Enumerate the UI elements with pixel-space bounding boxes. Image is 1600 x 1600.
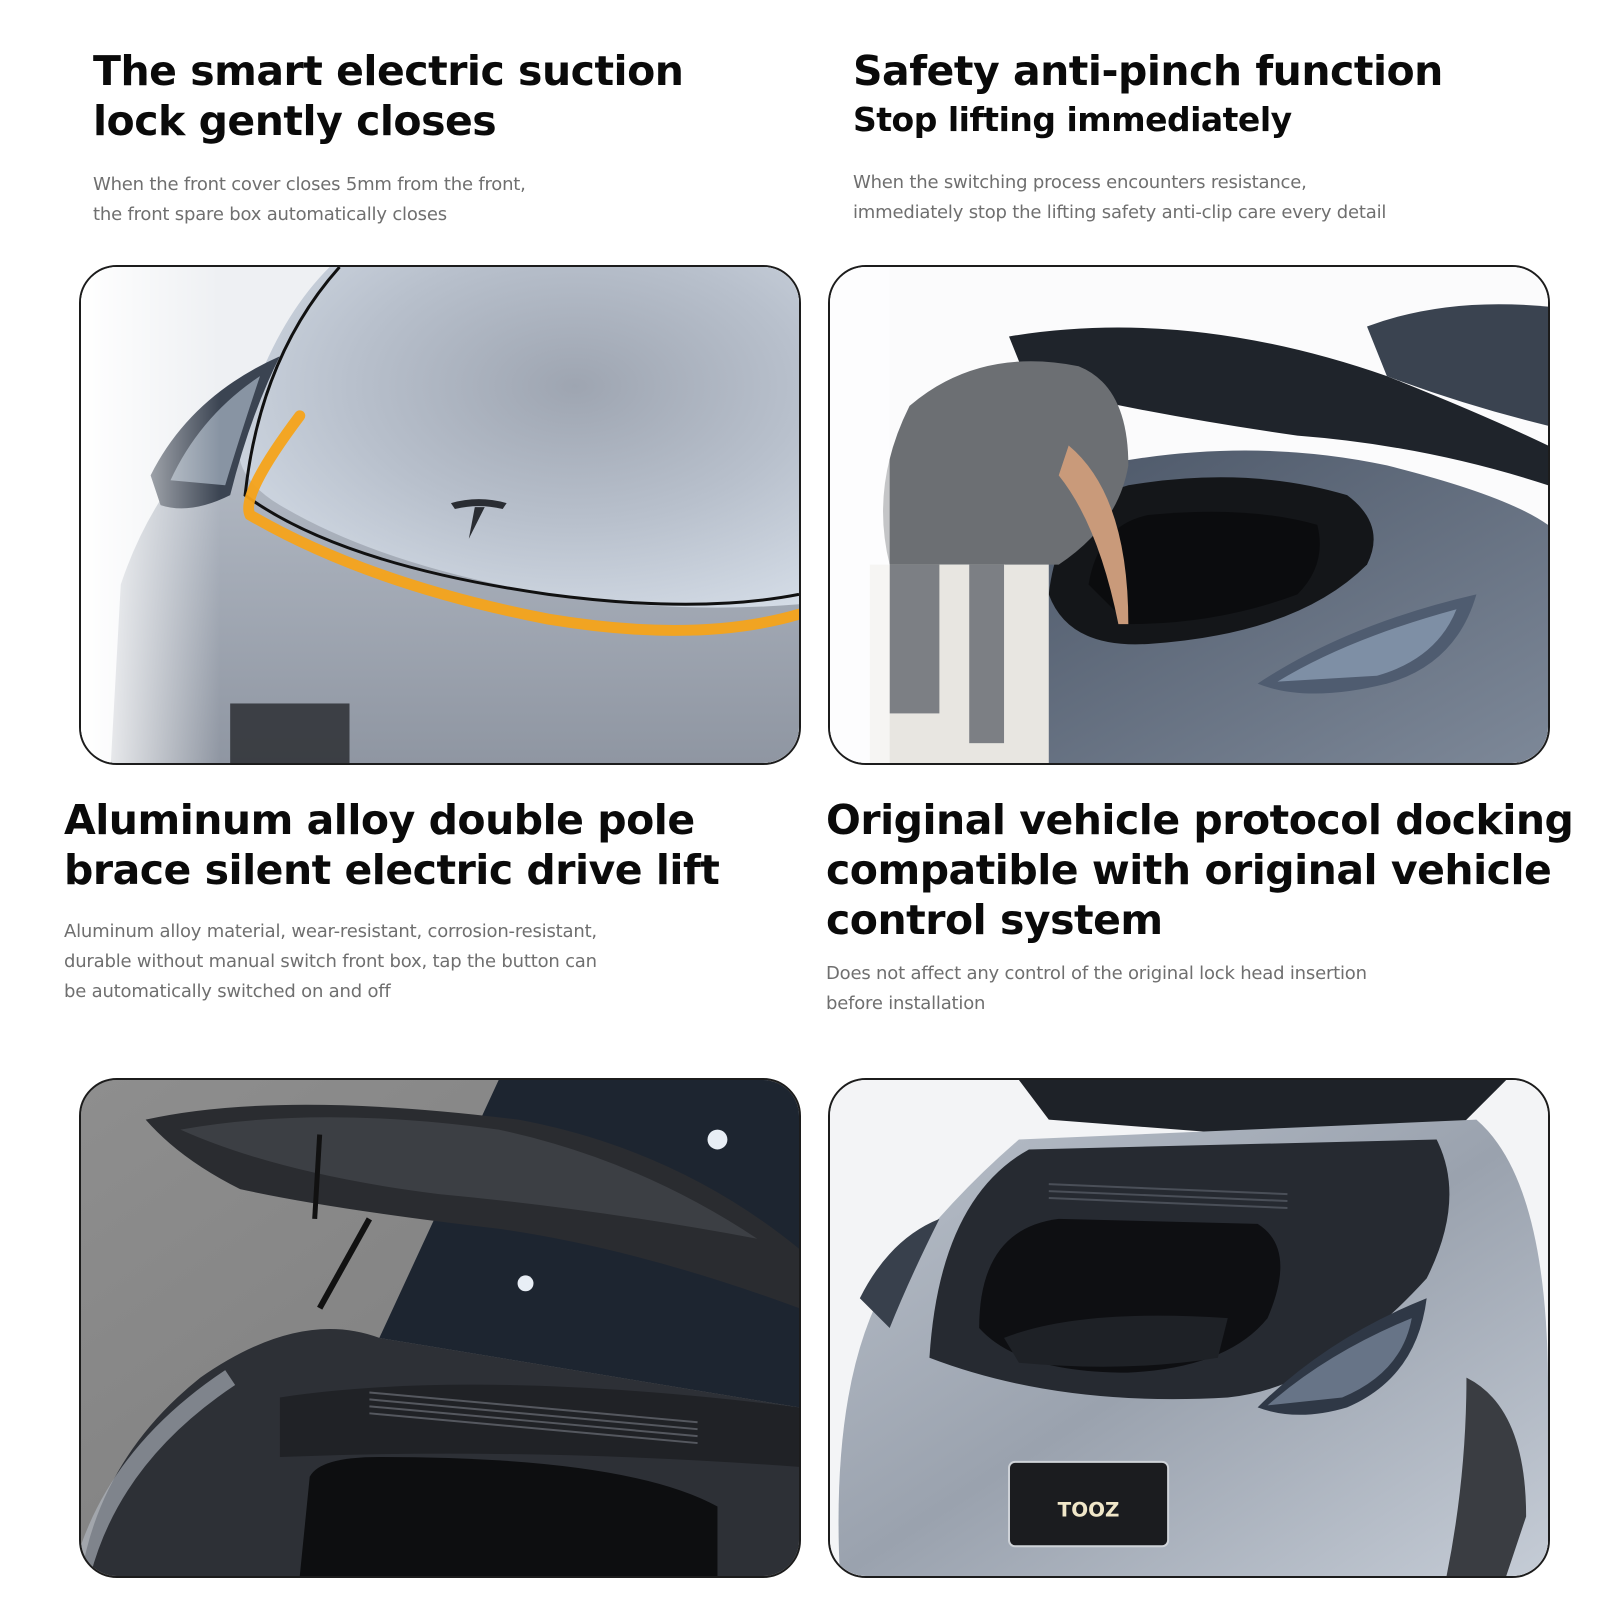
car-hood-illustration bbox=[81, 267, 799, 763]
feature-4-title-line-3: control system bbox=[826, 896, 1163, 944]
frunk-front-view-illustration: TOOZ bbox=[830, 1080, 1548, 1576]
feature-4-description: Does not affect any control of the origi… bbox=[826, 959, 1600, 1019]
feature-4-text: Original vehicle protocol docking compat… bbox=[826, 795, 1600, 1019]
feature-1-text: The smart electric suction lock gently c… bbox=[93, 46, 773, 230]
feature-1-title-line-2: lock gently closes bbox=[93, 97, 497, 145]
feature-2-desc-line-1: When the switching process encounters re… bbox=[853, 172, 1307, 193]
feature-2-description: When the switching process encounters re… bbox=[853, 168, 1593, 228]
feature-2-title-line-1: Safety anti-pinch function bbox=[853, 47, 1443, 95]
feature-1-title-line-1: The smart electric suction bbox=[93, 47, 684, 95]
plate-logo: TOOZ bbox=[1058, 1499, 1120, 1522]
tesla-logo-icon bbox=[450, 499, 507, 539]
feature-2-title: Safety anti-pinch function bbox=[853, 46, 1593, 96]
vent-slats bbox=[1048, 1183, 1288, 1209]
feature-3-description: Aluminum alloy material, wear-resistant,… bbox=[64, 917, 784, 1007]
feature-3-text: Aluminum alloy double pole brace silent … bbox=[64, 795, 784, 1007]
license-plate: TOOZ bbox=[1008, 1460, 1170, 1548]
open-frunk-lid-illustration bbox=[81, 1080, 799, 1576]
feature-2-text: Safety anti-pinch function Stop lifting … bbox=[853, 46, 1593, 228]
feature-3-title: Aluminum alloy double pole brace silent … bbox=[64, 795, 784, 895]
feature-3-image bbox=[79, 1078, 801, 1578]
feature-1-desc-line-1: When the front cover closes 5mm from the… bbox=[93, 174, 526, 195]
feature-3-desc-line-1: Aluminum alloy material, wear-resistant,… bbox=[64, 921, 597, 942]
feature-4-image: TOOZ bbox=[828, 1078, 1550, 1578]
feature-3-title-line-2: brace silent electric drive lift bbox=[64, 846, 720, 894]
feature-1-image bbox=[79, 265, 801, 765]
vent-slats bbox=[369, 1391, 698, 1445]
feature-3-desc-line-3: be automatically switched on and off bbox=[64, 981, 391, 1002]
feature-4-title-line-1: Original vehicle protocol docking bbox=[826, 796, 1574, 844]
feature-2-desc-line-2: immediately stop the lifting safety anti… bbox=[853, 202, 1387, 223]
feature-4-desc-line-2: before installation bbox=[826, 993, 986, 1014]
feature-4-title-line-2: compatible with original vehicle bbox=[826, 846, 1552, 894]
feature-1-description: When the front cover closes 5mm from the… bbox=[93, 170, 773, 230]
feature-4-desc-line-1: Does not affect any control of the origi… bbox=[826, 963, 1367, 984]
feature-2-image bbox=[828, 265, 1550, 765]
feature-3-desc-line-2: durable without manual switch front box,… bbox=[64, 951, 597, 972]
feature-1-desc-line-2: the front spare box automatically closes bbox=[93, 204, 447, 225]
feature-1-title: The smart electric suction lock gently c… bbox=[93, 46, 773, 146]
feature-2-subtitle: Stop lifting immediately bbox=[853, 100, 1292, 139]
feature-3-title-line-1: Aluminum alloy double pole bbox=[64, 796, 695, 844]
feature-4-title: Original vehicle protocol docking compat… bbox=[826, 795, 1600, 945]
person-frunk-illustration bbox=[830, 267, 1548, 763]
